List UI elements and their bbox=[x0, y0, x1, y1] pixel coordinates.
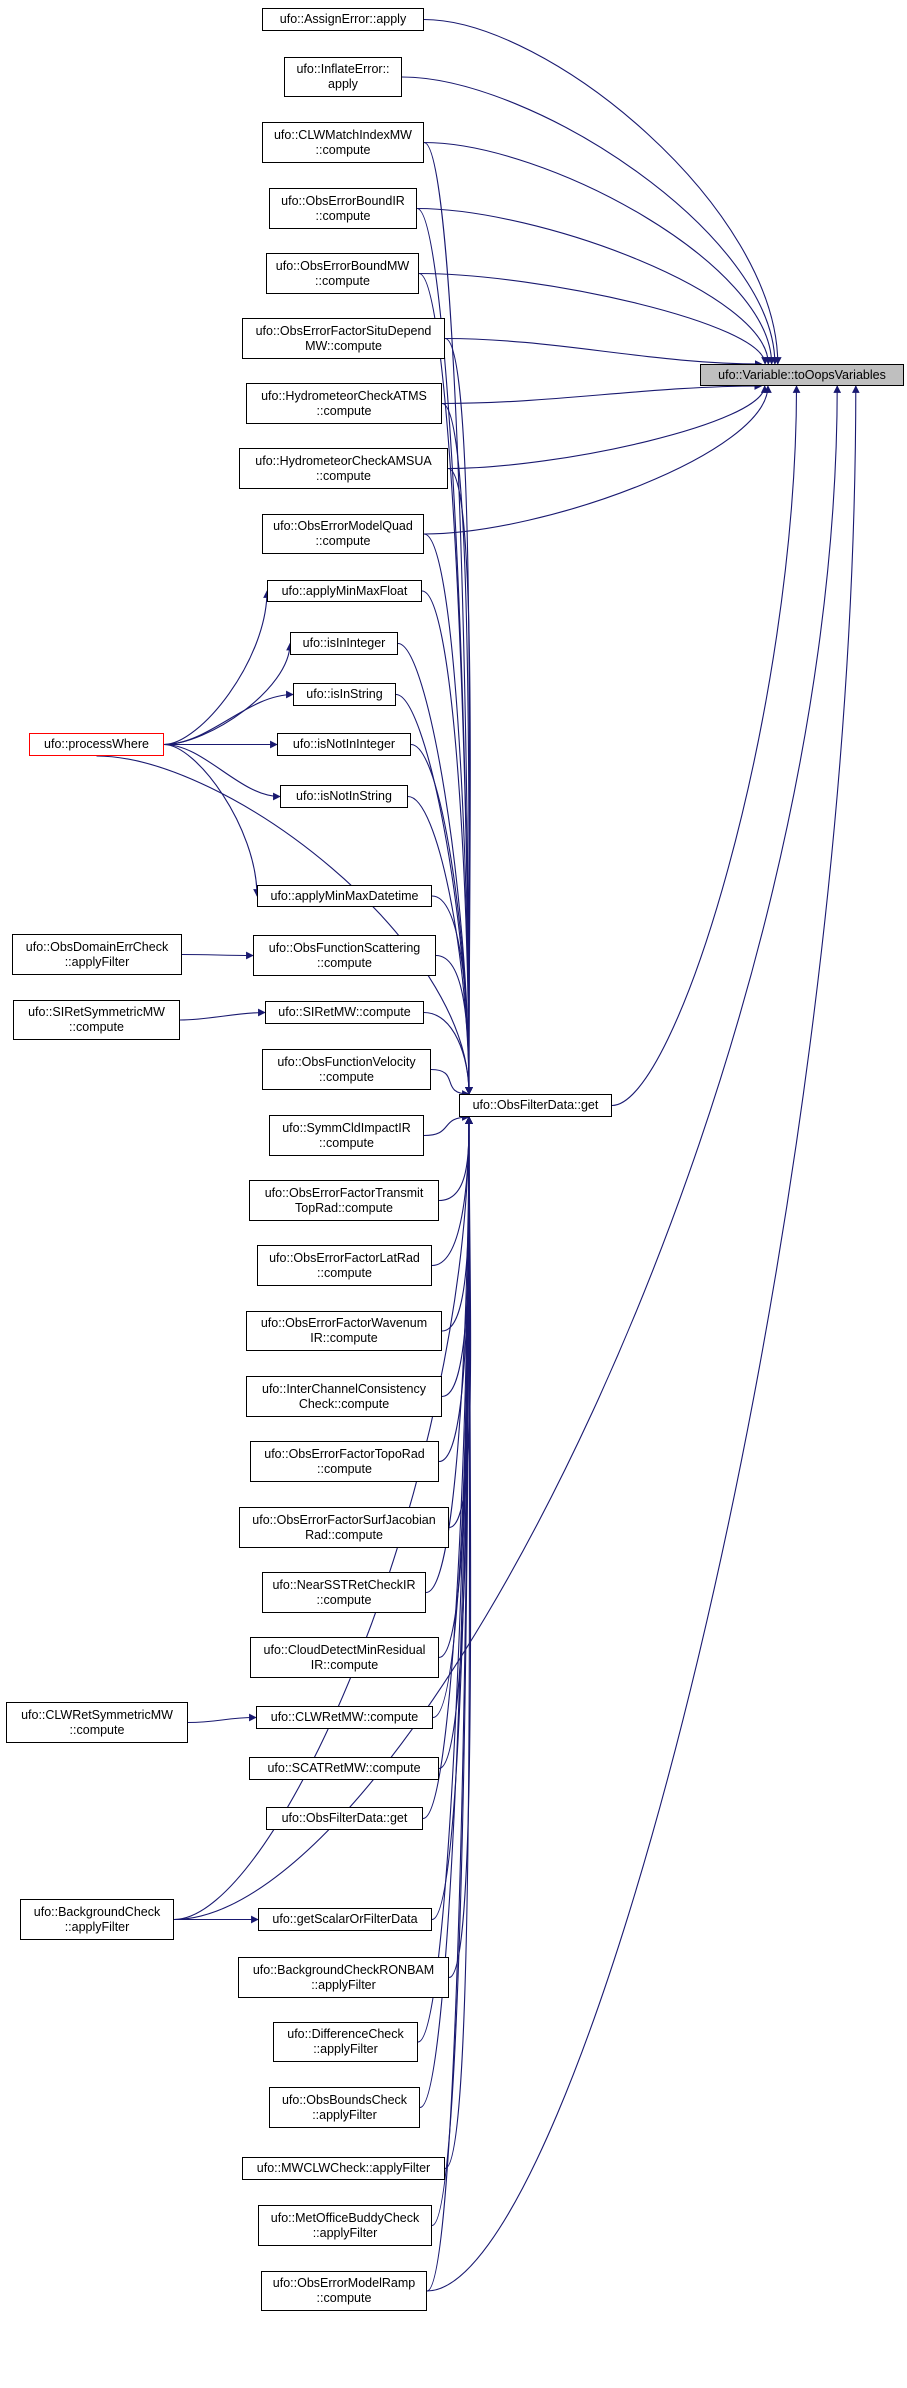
node-symm-cld-impact-ir[interactable]: ufo::SymmCldImpactIR ::compute bbox=[269, 1115, 424, 1156]
node-si-ret-symmetric-mw[interactable]: ufo::SIRetSymmetricMW ::compute bbox=[13, 1000, 180, 1040]
edge-process-where-to-apply-min-max-datetime bbox=[163, 743, 261, 897]
edge-mwclw-check-to-filter-data-get bbox=[444, 1116, 473, 2170]
edge-obs-error-bound-mw-to-filter-data-get bbox=[418, 272, 473, 1095]
edge-obs-error-model-ramp-to-filter-data-get bbox=[426, 1116, 473, 2292]
node-obs-function-scattering[interactable]: ufo::ObsFunctionScattering ::compute bbox=[253, 935, 436, 976]
edge-clw-match-index-to-variable-to-oops bbox=[423, 141, 776, 365]
edge-si-ret-mw-to-filter-data-get bbox=[423, 1011, 473, 1095]
node-assign-error-apply[interactable]: ufo::AssignError::apply bbox=[262, 8, 424, 31]
node-obs-error-factor-surf-jacobian-rad[interactable]: ufo::ObsErrorFactorSurfJacobian Rad::com… bbox=[239, 1507, 449, 1548]
edge-obs-bounds-check-to-filter-data-get bbox=[419, 1116, 473, 2109]
node-background-check[interactable]: ufo::BackgroundCheck ::applyFilter bbox=[20, 1899, 174, 1940]
node-si-ret-mw[interactable]: ufo::SIRetMW::compute bbox=[265, 1001, 424, 1024]
node-is-not-in-integer[interactable]: ufo::isNotInInteger bbox=[277, 733, 411, 756]
node-hydrometeor-check-amsua[interactable]: ufo::HydrometeorCheckAMSUA ::compute bbox=[239, 448, 448, 489]
node-near-sst-ret-check-ir[interactable]: ufo::NearSSTRetCheckIR ::compute bbox=[262, 1572, 426, 1613]
node-apply-min-max-datetime[interactable]: ufo::applyMinMaxDatetime bbox=[257, 885, 432, 907]
node-obs-function-velocity[interactable]: ufo::ObsFunctionVelocity ::compute bbox=[262, 1049, 431, 1090]
edge-obs-function-velocity-to-filter-data-get bbox=[430, 1068, 470, 1098]
node-obs-error-factor-topo-rad[interactable]: ufo::ObsErrorFactorTopoRad ::compute bbox=[250, 1441, 439, 1482]
edge-inflate-error-to-variable-to-oops bbox=[401, 76, 779, 365]
node-clw-ret-symmetric-mw[interactable]: ufo::CLWRetSymmetricMW ::compute bbox=[6, 1702, 188, 1743]
edge-process-where-to-apply-min-max-float bbox=[163, 590, 271, 746]
edge-is-in-integer-to-filter-data-get bbox=[397, 642, 473, 1095]
node-difference-check[interactable]: ufo::DifferenceCheck ::applyFilter bbox=[273, 2022, 418, 2062]
edge-apply-min-max-float-to-filter-data-get bbox=[421, 590, 473, 1095]
node-clw-match-index-mw[interactable]: ufo::CLWMatchIndexMW ::compute bbox=[262, 122, 424, 163]
node-is-in-string[interactable]: ufo::isInString bbox=[293, 683, 396, 706]
edge-symm-cld-impact-ir-to-filter-data-get bbox=[423, 1113, 470, 1137]
node-obs-filter-data-get[interactable]: ufo::ObsFilterData::get bbox=[459, 1094, 612, 1117]
edge-clw-ret-symmetric-mw-to-clw-ret-mw bbox=[187, 1713, 257, 1724]
edge-obs-error-bound-mw-to-variable-to-oops bbox=[418, 272, 769, 365]
node-inter-channel-consistency-check[interactable]: ufo::InterChannelConsistency Check::comp… bbox=[246, 1376, 442, 1417]
edge-obs-error-model-ramp-to-variable-to-oops bbox=[426, 385, 860, 2292]
node-mwclw-check[interactable]: ufo::MWCLWCheck::applyFilter bbox=[242, 2157, 445, 2180]
edge-hydrometeor-amsua-to-variable-to-oops bbox=[447, 385, 769, 470]
node-variable-to-oops-variables[interactable]: ufo::Variable::toOopsVariables bbox=[700, 364, 904, 386]
edge-obs-error-bound-ir-to-variable-to-oops bbox=[416, 207, 773, 365]
node-is-not-in-string[interactable]: ufo::isNotInString bbox=[280, 785, 408, 808]
edge-filter-data-get-to-variable-to-oops bbox=[611, 385, 801, 1107]
node-get-scalar-or-filter-data[interactable]: ufo::getScalarOrFilterData bbox=[258, 1908, 432, 1931]
edge-si-ret-symmetric-mw-to-si-ret-mw bbox=[179, 1008, 266, 1021]
node-obs-domain-err-check[interactable]: ufo::ObsDomainErrCheck ::applyFilter bbox=[12, 934, 182, 975]
node-cloud-detect-min-residual-ir[interactable]: ufo::CloudDetectMinResidual IR::compute bbox=[250, 1637, 439, 1678]
node-obs-error-factor-lat-rad[interactable]: ufo::ObsErrorFactorLatRad ::compute bbox=[257, 1245, 432, 1286]
node-obs-error-factor-transmit-top-rad[interactable]: ufo::ObsErrorFactorTransmit TopRad::comp… bbox=[249, 1180, 439, 1221]
node-process-where[interactable]: ufo::processWhere bbox=[29, 733, 164, 756]
node-background-check-ronbam[interactable]: ufo::BackgroundCheckRONBAM ::applyFilter bbox=[238, 1957, 449, 1998]
edge-process-where-to-filter-data-get bbox=[96, 755, 473, 1095]
edge-obs-error-factor-wavenum-to-filter-data-get bbox=[441, 1116, 473, 1332]
edge-process-where-to-is-in-integer bbox=[163, 642, 294, 746]
node-scat-ret-mw[interactable]: ufo::SCATRetMW::compute bbox=[249, 1757, 439, 1780]
node-is-in-integer[interactable]: ufo::isInInteger bbox=[290, 632, 398, 655]
node-obs-filter-data-get-2[interactable]: ufo::ObsFilterData::get bbox=[266, 1807, 423, 1830]
node-obs-error-factor-situ-depend-mw[interactable]: ufo::ObsErrorFactorSituDepend MW::comput… bbox=[242, 318, 445, 359]
edge-apply-min-max-datetime-to-filter-data-get bbox=[431, 895, 473, 1095]
edge-process-where-to-is-not-in-string bbox=[163, 743, 281, 801]
edge-obs-error-model-quad-to-filter-data-get bbox=[423, 533, 473, 1095]
node-apply-min-max-float[interactable]: ufo::applyMinMaxFloat bbox=[267, 580, 422, 602]
node-obs-error-bound-ir[interactable]: ufo::ObsErrorBoundIR ::compute bbox=[269, 188, 417, 229]
node-obs-bounds-check[interactable]: ufo::ObsBoundsCheck ::applyFilter bbox=[269, 2087, 420, 2128]
edge-obs-function-scattering-to-filter-data-get bbox=[435, 954, 473, 1095]
edge-obs-error-factor-situ-to-variable-to-oops bbox=[444, 337, 763, 368]
node-obs-error-bound-mw[interactable]: ufo::ObsErrorBoundMW ::compute bbox=[266, 253, 419, 294]
node-obs-error-model-quad[interactable]: ufo::ObsErrorModelQuad ::compute bbox=[262, 514, 424, 554]
node-inflate-error-apply[interactable]: ufo::InflateError:: apply bbox=[284, 57, 402, 97]
edge-process-where-to-is-in-string bbox=[163, 690, 294, 746]
edge-obs-domain-err-check-to-obs-function-scattering bbox=[181, 951, 254, 960]
edge-hydrometeor-atms-to-variable-to-oops bbox=[441, 382, 763, 405]
edge-background-check-to-variable-to-oops bbox=[173, 385, 842, 1921]
node-obs-error-factor-wavenum-ir[interactable]: ufo::ObsErrorFactorWavenum IR::compute bbox=[246, 1311, 442, 1351]
node-obs-error-model-ramp[interactable]: ufo::ObsErrorModelRamp ::compute bbox=[261, 2271, 427, 2311]
edge-hydrometeor-amsua-to-filter-data-get bbox=[447, 467, 473, 1095]
edge-obs-error-model-quad-to-variable-to-oops bbox=[423, 385, 772, 535]
edge-assign-error-to-variable-to-oops bbox=[423, 18, 782, 365]
node-met-office-buddy-check[interactable]: ufo::MetOfficeBuddyCheck ::applyFilter bbox=[258, 2205, 432, 2246]
node-clw-ret-mw[interactable]: ufo::CLWRetMW::compute bbox=[256, 1706, 433, 1729]
node-hydrometeor-check-atms[interactable]: ufo::HydrometeorCheckATMS ::compute bbox=[246, 383, 442, 424]
